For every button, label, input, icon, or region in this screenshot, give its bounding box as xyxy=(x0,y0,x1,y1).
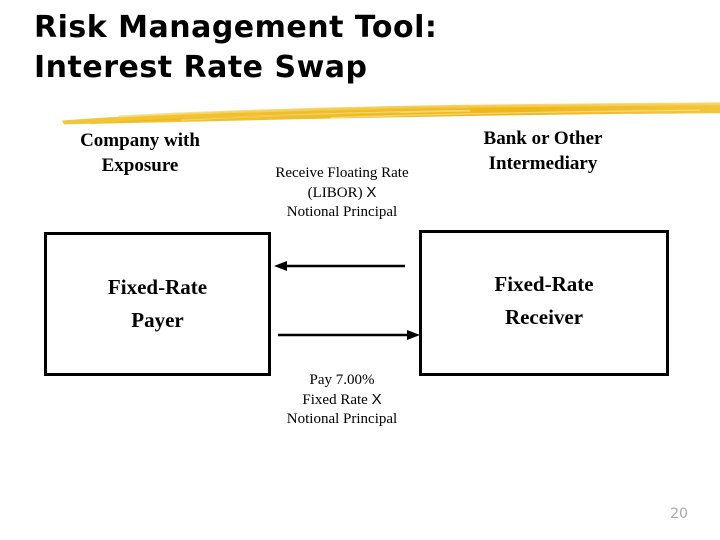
fixed-rate-receiver-label: Fixed-Rate Receiver xyxy=(494,272,594,329)
pay-flow-line-1: Pay 7.00% xyxy=(309,372,375,388)
receive-flow-line-1: Receive Floating Rate xyxy=(275,165,409,181)
receive-floating-arrow-left-icon xyxy=(274,261,405,271)
receive-flow-multiplier-icon: X xyxy=(366,184,377,201)
receive-flow-line-3: Notional Principal xyxy=(286,204,398,220)
pay-flow-line-2: Fixed Rate X xyxy=(232,390,452,410)
pay-fixed-arrow-right-icon xyxy=(278,330,420,340)
pay-flow-multiplier-icon: X xyxy=(371,391,382,408)
fixed-rate-payer-label: Fixed-Rate Payer xyxy=(107,275,208,332)
page-title: Risk Management Tool: Interest Rate Swap xyxy=(34,10,438,85)
pay-flow-line-2-prefix: Fixed Rate xyxy=(302,392,368,408)
right-party-header: Bank or Other Intermediary xyxy=(483,128,603,174)
receive-flow-line-2: (LIBOR) X xyxy=(232,183,452,203)
pay-flow-label: Pay 7.00% Fixed Rate X Notional Principa… xyxy=(232,371,452,429)
fixed-rate-payer-box: Fixed-Rate Payer xyxy=(44,232,271,376)
left-party-header: Company with Exposure xyxy=(80,130,200,176)
receive-flow-line-2-prefix: (LIBOR) xyxy=(307,185,363,201)
receive-flow-label: Receive Floating Rate (LIBOR) X Notional… xyxy=(232,164,452,222)
page-number: 20 xyxy=(670,506,688,522)
fixed-rate-receiver-box: Fixed-Rate Receiver xyxy=(419,230,669,376)
pay-flow-line-3: Notional Principal xyxy=(286,411,398,427)
